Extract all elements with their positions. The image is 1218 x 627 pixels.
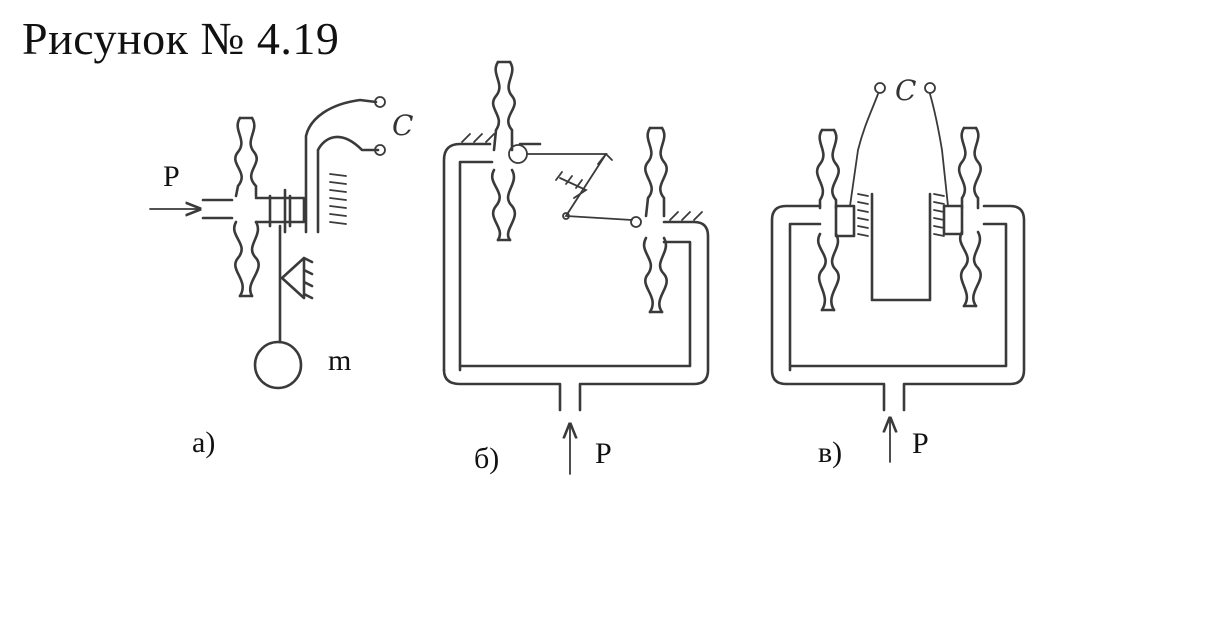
terminal-1-v [874,82,886,94]
caption-v: в) [818,436,842,469]
bellows-1-v [815,128,840,312]
contact-spring-2-v [933,193,945,237]
contact-lead-1-a [304,98,378,234]
frame-v [770,204,1026,412]
panel-b: P б) [442,60,710,475]
terminal-1-a [374,96,386,108]
bellows-2-b [642,126,668,314]
lead-2-v [929,93,949,207]
frame-left-b [442,142,542,372]
bellows-2-ends-v [962,126,978,308]
lever-linkage-b [526,153,633,221]
bellows-ends-a [238,116,254,298]
bellows-1-ends-b [496,60,512,242]
bellows-2-ends-b [648,126,664,314]
wall-hatch-2-b [669,211,703,221]
panel-a: P m C а) [149,96,413,459]
pressure-label-b: P [595,437,612,470]
contact-block-2-v [942,204,964,236]
terminal-2-a [374,144,386,156]
frame-right-b [442,220,710,412]
contact-block-1-v [834,204,856,238]
contact-label-a: C [392,109,413,142]
fixed-pivot-b [555,171,588,199]
coupling-a [254,188,306,234]
contact-label-v: C [895,74,916,107]
hinge-1-b [508,144,528,164]
caption-a: а) [192,426,215,459]
bellows-1-ends-v [820,128,836,312]
inner-housing-v [870,192,932,302]
caption-b: б) [474,442,499,475]
figure-title: Рисунок № 4.19 [22,13,340,64]
mass-label-a: m [328,344,351,377]
bellows-1-b [490,60,517,242]
terminal-2-v [924,82,936,94]
hinge-2-b [630,216,642,228]
pivot-support-a [280,256,314,300]
contact-spring-a [329,173,347,225]
inlet-pipe-a [201,198,234,220]
lead-1-v [849,93,879,207]
panel-v: C P в) [770,74,1026,469]
wall-hatch-1-b [461,133,495,143]
bellows-a [232,116,260,298]
contact-lead-2-a [316,135,380,234]
contact-spring-1-v [857,193,869,237]
bellows-2-v [957,126,982,308]
pivot-point-b [562,212,570,220]
mass-ball-a [253,340,303,390]
pressure-label-a: P [163,160,180,193]
pressure-label-v: P [912,427,929,460]
lever-tip-b [597,153,613,165]
